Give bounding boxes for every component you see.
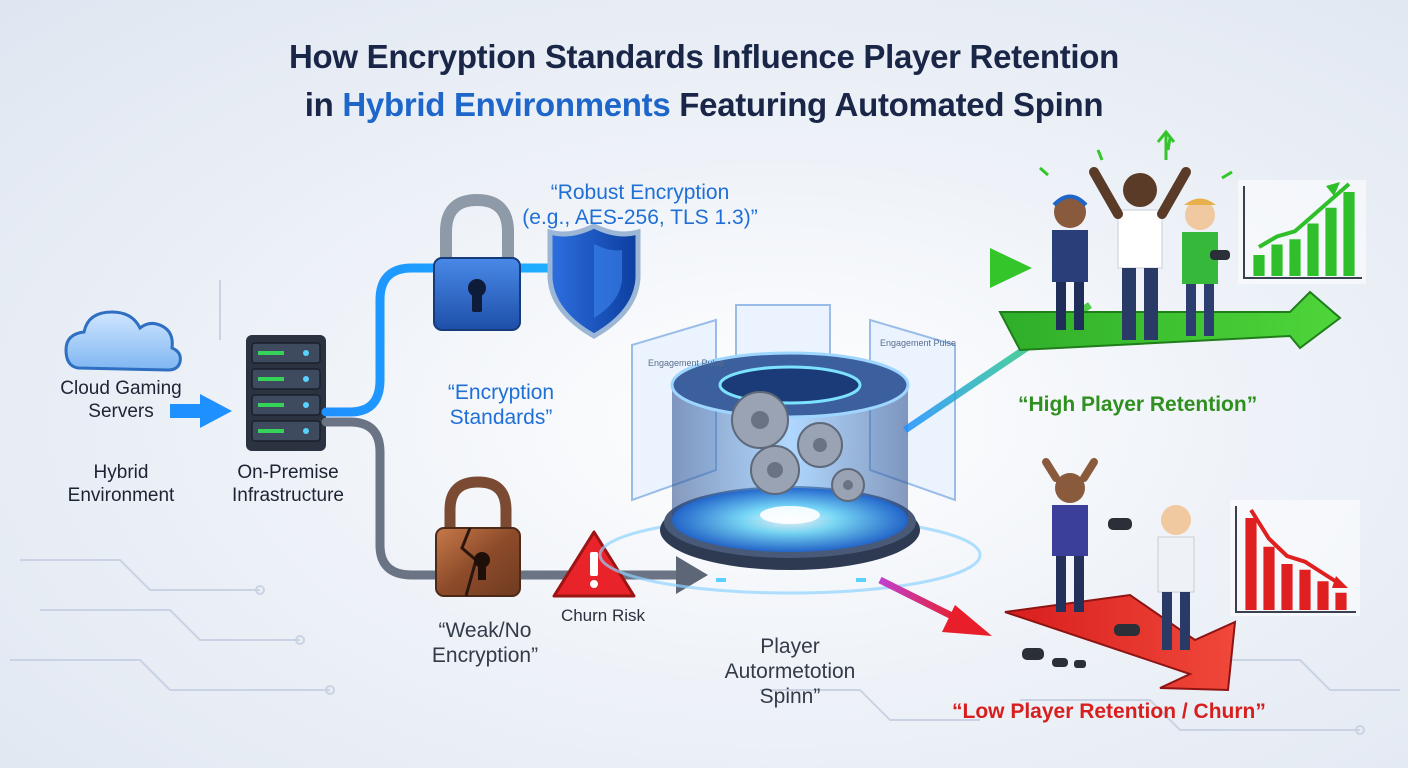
circuit-traces: [10, 280, 1400, 735]
high-retention-label: “High Player Retention”: [1018, 393, 1258, 416]
on-premise-infrastructure-label: On-Premise Infrastructure: [232, 462, 344, 506]
title-suffix: Featuring Automated Spinn: [679, 86, 1104, 123]
hybrid-environment-label: Hybrid Environment: [67, 462, 175, 506]
player-automation-spinner-label: Player Autormetotion Spinn”: [724, 635, 856, 708]
automation-spinner-engine: [598, 351, 982, 595]
weak-arrow-head: [676, 556, 708, 594]
frustrated-players-icon: [1022, 458, 1195, 668]
high-retention-platform: [998, 290, 1342, 352]
churn-risk-label: Churn Risk: [560, 606, 646, 625]
mini-chart-bar: [1245, 518, 1257, 610]
mini-chart-bar: [1299, 569, 1311, 610]
mini-chart-bar: [1317, 581, 1329, 610]
engine-panel-left: Engagement Pulse: [648, 358, 725, 368]
padlock-secure-icon: [433, 193, 521, 331]
mini-chart-bar: [1335, 592, 1347, 610]
warning-icon: [552, 530, 636, 598]
mini-chart-bar: [1307, 223, 1319, 276]
retention-up-chart: [1238, 180, 1366, 284]
cloud-to-server-arrow: [170, 394, 232, 428]
happy-players-icon: [1039, 129, 1233, 340]
title-prefix: in: [304, 86, 334, 123]
low-retention-flow: [878, 576, 992, 636]
low-retention-label: “Low Player Retention / Churn”: [952, 700, 1266, 723]
engine-panel-right: Engagement Pulse: [880, 338, 957, 348]
mini-chart-bar: [1271, 244, 1283, 276]
robust-arrow-head: [990, 248, 1032, 288]
page-title-line1: How Encryption Standards Influence Playe…: [288, 38, 1120, 75]
low-retention-platform: [1004, 593, 1237, 692]
robust-encryption-label: “Robust Encryption (e.g., AES-256, TLS 1…: [522, 181, 758, 229]
shield-icon: [547, 223, 641, 339]
padlock-broken-icon: [435, 476, 521, 597]
mini-chart-bar: [1281, 564, 1293, 610]
retention-down-chart: [1230, 500, 1360, 616]
mini-chart-bar: [1263, 546, 1275, 610]
mini-chart-bar: [1253, 255, 1265, 276]
cloud-icon: [64, 310, 182, 372]
title-accent: Hybrid Environments: [342, 86, 671, 123]
cloud-gaming-servers-label: Cloud Gaming Servers: [60, 378, 182, 422]
encryption-standards-label: “Encryption Standards”: [447, 381, 555, 429]
page-title-line2: in Hybrid Environments Featuring Automat…: [0, 86, 1408, 124]
mini-chart-bar: [1343, 192, 1355, 276]
mini-chart-bar: [1325, 207, 1337, 276]
mini-chart-bar: [1289, 239, 1301, 276]
weak-encryption-label: “Weak/No Encryption”: [431, 619, 539, 667]
server-rack-icon: [246, 335, 326, 451]
